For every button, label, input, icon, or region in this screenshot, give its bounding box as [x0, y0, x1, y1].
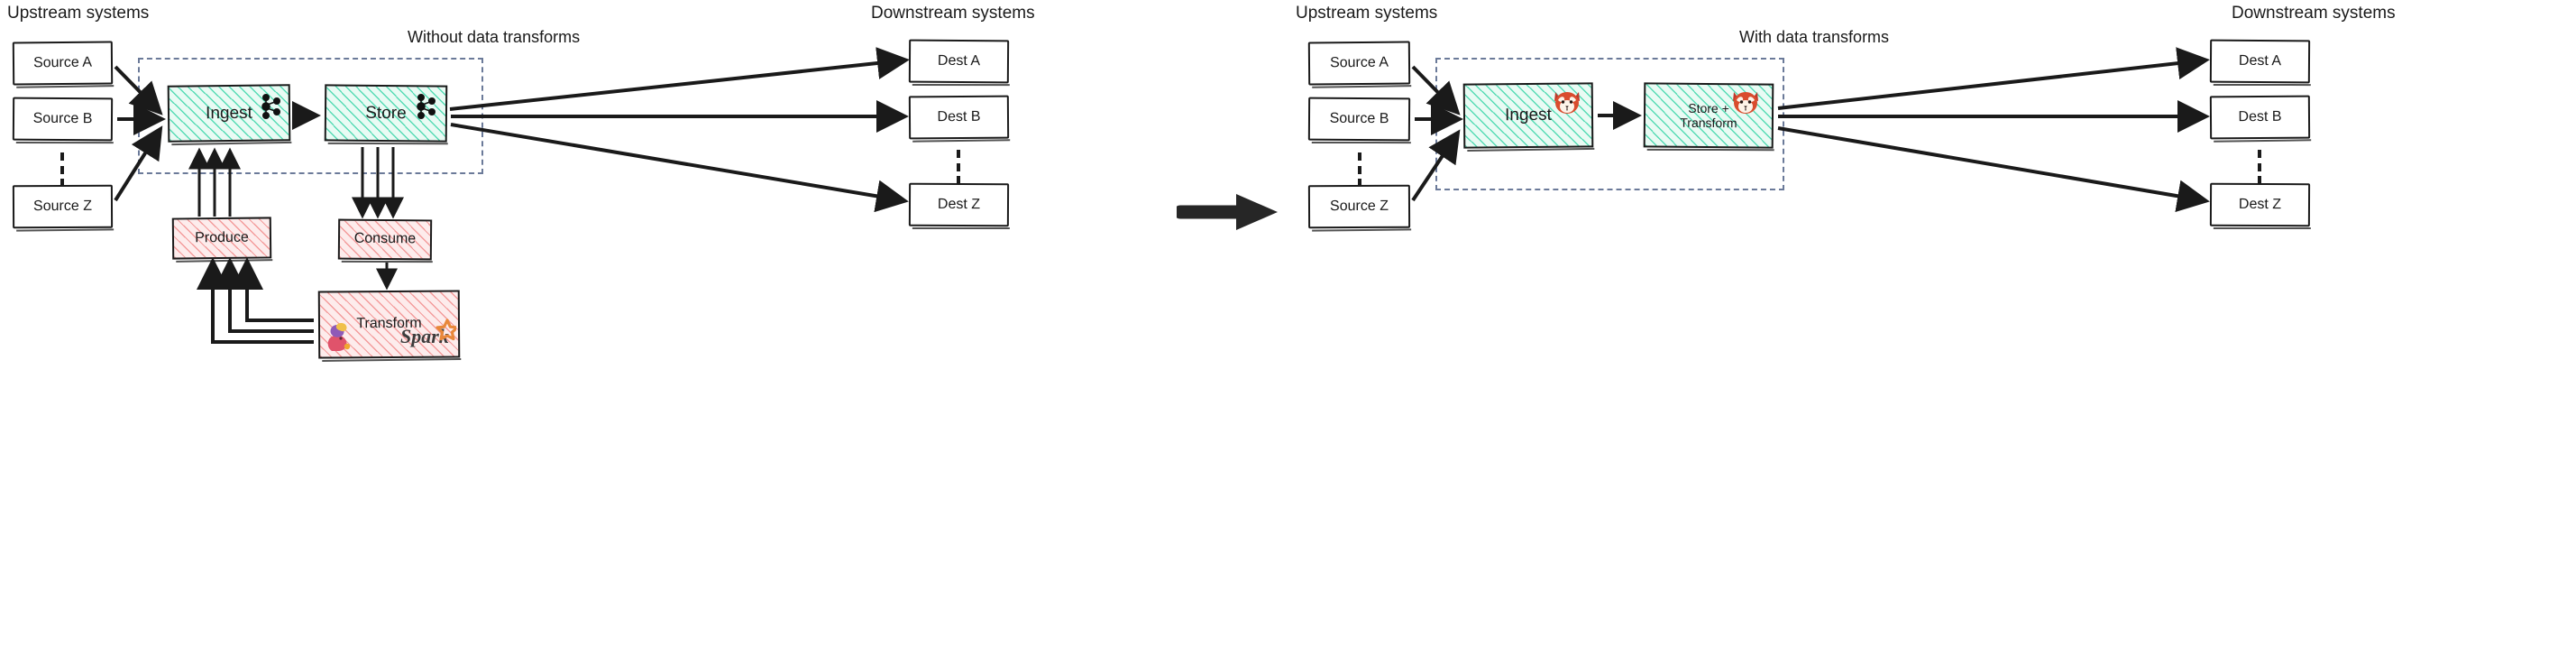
spark-icon: Spark: [400, 319, 459, 351]
panel-without-transforms: Upstream systems Downstream systems With…: [0, 0, 1288, 665]
dest-box-b: Dest B: [908, 95, 1010, 140]
panel-title: Without data transforms: [408, 28, 581, 46]
source-label: Source A: [1329, 54, 1389, 71]
upstream-systems-label: Upstream systems: [1296, 4, 1438, 23]
panel-title: With data transforms: [1739, 28, 1890, 46]
dest-label: Dest Z: [2238, 196, 2282, 212]
pipeline-label: Ingest: [1505, 105, 1552, 125]
dest-label: Dest B: [2238, 108, 2282, 125]
transition-arrow-icon: [1173, 185, 1283, 239]
external-box-consume: Consume: [337, 218, 433, 261]
downstream-systems-label: Downstream systems: [2232, 4, 2396, 23]
redpanda-icon: [1552, 88, 1582, 115]
dest-label: Dest A: [2238, 52, 2282, 69]
source-label: Source Z: [1329, 198, 1389, 214]
source-box-b: Source B: [1307, 97, 1411, 142]
dests-ellipsis: [2258, 150, 2261, 184]
pipeline-label: Store: [365, 103, 407, 123]
external-label: Produce: [195, 229, 249, 246]
source-box-a: Source A: [1307, 41, 1411, 86]
redpanda-icon: [1730, 88, 1761, 115]
source-label: Source Z: [32, 198, 92, 214]
external-box-produce: Produce: [171, 217, 272, 260]
dest-box-a: Dest A: [908, 39, 1010, 84]
dest-label: Dest A: [937, 52, 981, 69]
source-box-a: Source A: [12, 41, 114, 86]
external-label: Consume: [353, 230, 417, 247]
source-label: Source B: [1329, 110, 1389, 127]
sources-ellipsis: [1358, 152, 1361, 187]
source-box-z: Source Z: [12, 184, 114, 229]
panel-with-transforms: Upstream systems Downstream systems With…: [1288, 0, 2576, 665]
kafka-icon: [415, 93, 438, 120]
dest-box-z: Dest Z: [2209, 182, 2311, 227]
dest-box-a: Dest A: [2209, 39, 2311, 84]
source-box-b: Source B: [12, 97, 114, 142]
flink-squirrel-icon: [323, 320, 359, 355]
dests-ellipsis: [957, 150, 960, 184]
dest-label: Dest Z: [937, 196, 981, 212]
dest-box-b: Dest B: [2209, 95, 2311, 140]
dest-box-z: Dest Z: [908, 182, 1010, 227]
source-label: Source B: [32, 110, 93, 127]
source-label: Source A: [32, 54, 93, 71]
source-box-z: Source Z: [1307, 184, 1411, 229]
pipeline-label: Ingest: [205, 103, 252, 123]
downstream-systems-label: Downstream systems: [871, 4, 1035, 23]
sources-ellipsis: [60, 152, 64, 187]
dest-label: Dest B: [937, 108, 981, 125]
upstream-systems-label: Upstream systems: [7, 4, 150, 23]
pipeline-label: Store + Transform: [1680, 100, 1737, 131]
kafka-icon: [260, 93, 283, 120]
